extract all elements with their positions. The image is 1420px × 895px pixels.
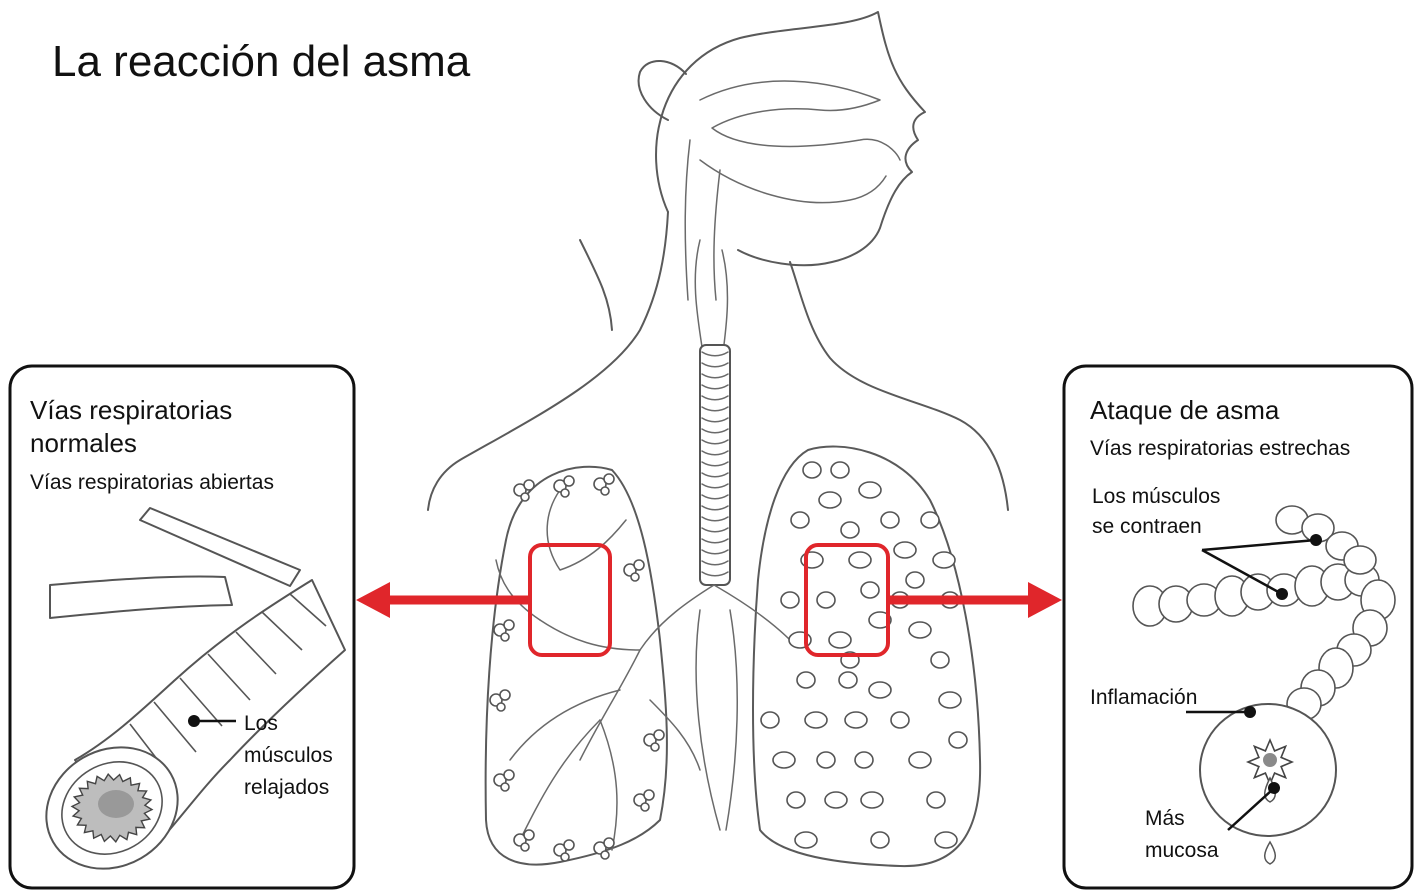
asthma-attack-panel: Ataque de asma Vías respiratorias estrec… — [1064, 366, 1412, 888]
muscles-dot-lower — [1276, 588, 1288, 600]
contracting-muscles-label-line2: se contraen — [1092, 515, 1202, 538]
contracting-muscles-label-line1: Los músculos — [1092, 485, 1220, 508]
heart-notch — [696, 610, 737, 830]
right-panel-subheading: Vías respiratorias estrechas — [1090, 437, 1350, 460]
relaxed-muscles-label-line3: relajados — [244, 776, 329, 799]
alveoli-left-lung — [490, 474, 664, 861]
left-panel-subheading: Vías respiratorias abiertas — [30, 471, 274, 494]
neck-right — [790, 262, 1008, 510]
chin-line — [580, 240, 612, 330]
head-outline — [656, 12, 925, 265]
inflammation-dot — [1244, 706, 1256, 718]
nasal-cavity — [700, 81, 900, 203]
relaxed-muscles-label-line1: Los — [244, 712, 278, 735]
muscles-dot-upper — [1310, 534, 1322, 546]
mucus-label-line2: mucosa — [1145, 839, 1219, 862]
mucus-label-line1: Más — [1145, 807, 1185, 830]
trachea — [700, 345, 730, 585]
left-highlight-box — [530, 545, 610, 655]
left-panel-heading-line1: Vías respiratorias — [30, 395, 232, 425]
left-panel-heading-line2: normales — [30, 428, 137, 458]
normal-airways-panel: Vías respiratorias normales Vías respira… — [10, 366, 354, 892]
relaxed-muscles-label-line2: músculos — [244, 744, 333, 767]
pharynx — [685, 140, 727, 360]
left-arrow — [356, 582, 530, 618]
neck-left — [428, 212, 668, 510]
mucus-dot — [1268, 782, 1280, 794]
inflammation-label: Inflamación — [1090, 686, 1197, 709]
page-title: La reacción del asma — [52, 37, 471, 86]
human-respiratory-system — [428, 12, 1008, 866]
right-panel-heading: Ataque de asma — [1090, 395, 1280, 425]
relaxed-muscles-dot — [188, 715, 200, 727]
